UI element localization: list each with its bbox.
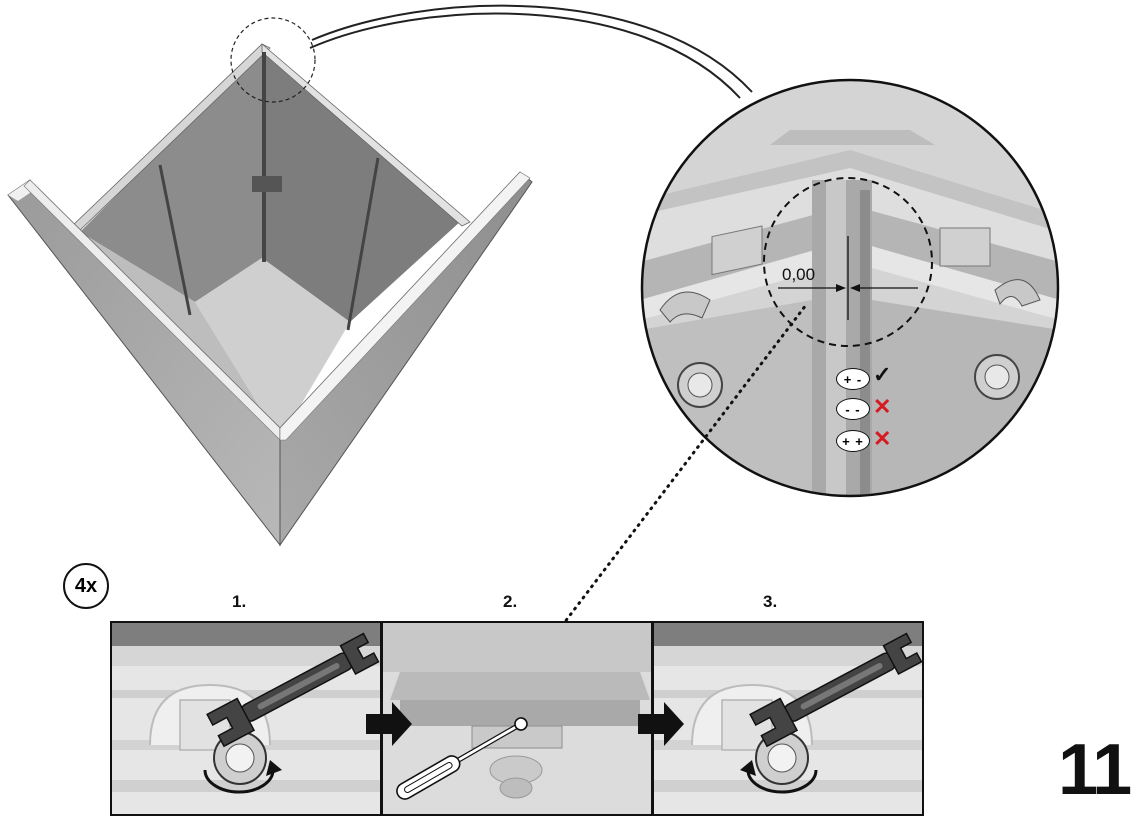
page-number: 11 — [1058, 730, 1132, 810]
cross-icon: ✕ — [873, 394, 892, 419]
cross-icon: ✕ — [873, 426, 892, 451]
gap-dimension-label: 0,00 — [782, 265, 816, 284]
enclosure-illustration — [7, 17, 533, 547]
alignment-symbol-plus-plus: + + — [836, 430, 870, 452]
wrench-icon — [206, 632, 380, 748]
step-1-label: 1. — [232, 592, 247, 611]
check-icon: ✓ — [873, 362, 892, 387]
step-2-panel — [382, 622, 652, 815]
screwdriver-icon — [396, 717, 528, 800]
alignment-symbol-minus-minus: - - — [836, 398, 870, 420]
quantity-badge: 4x — [63, 563, 109, 609]
step-1-panel — [111, 622, 381, 815]
alignment-symbol-plus-minus: + - — [836, 368, 870, 390]
arrow-right-icon — [366, 702, 412, 746]
step-3-label: 3. — [763, 592, 778, 611]
step-2-label: 2. — [503, 592, 518, 611]
step-3-panel — [653, 622, 923, 815]
wrench-icon — [749, 632, 923, 748]
arrow-right-icon — [638, 702, 684, 746]
